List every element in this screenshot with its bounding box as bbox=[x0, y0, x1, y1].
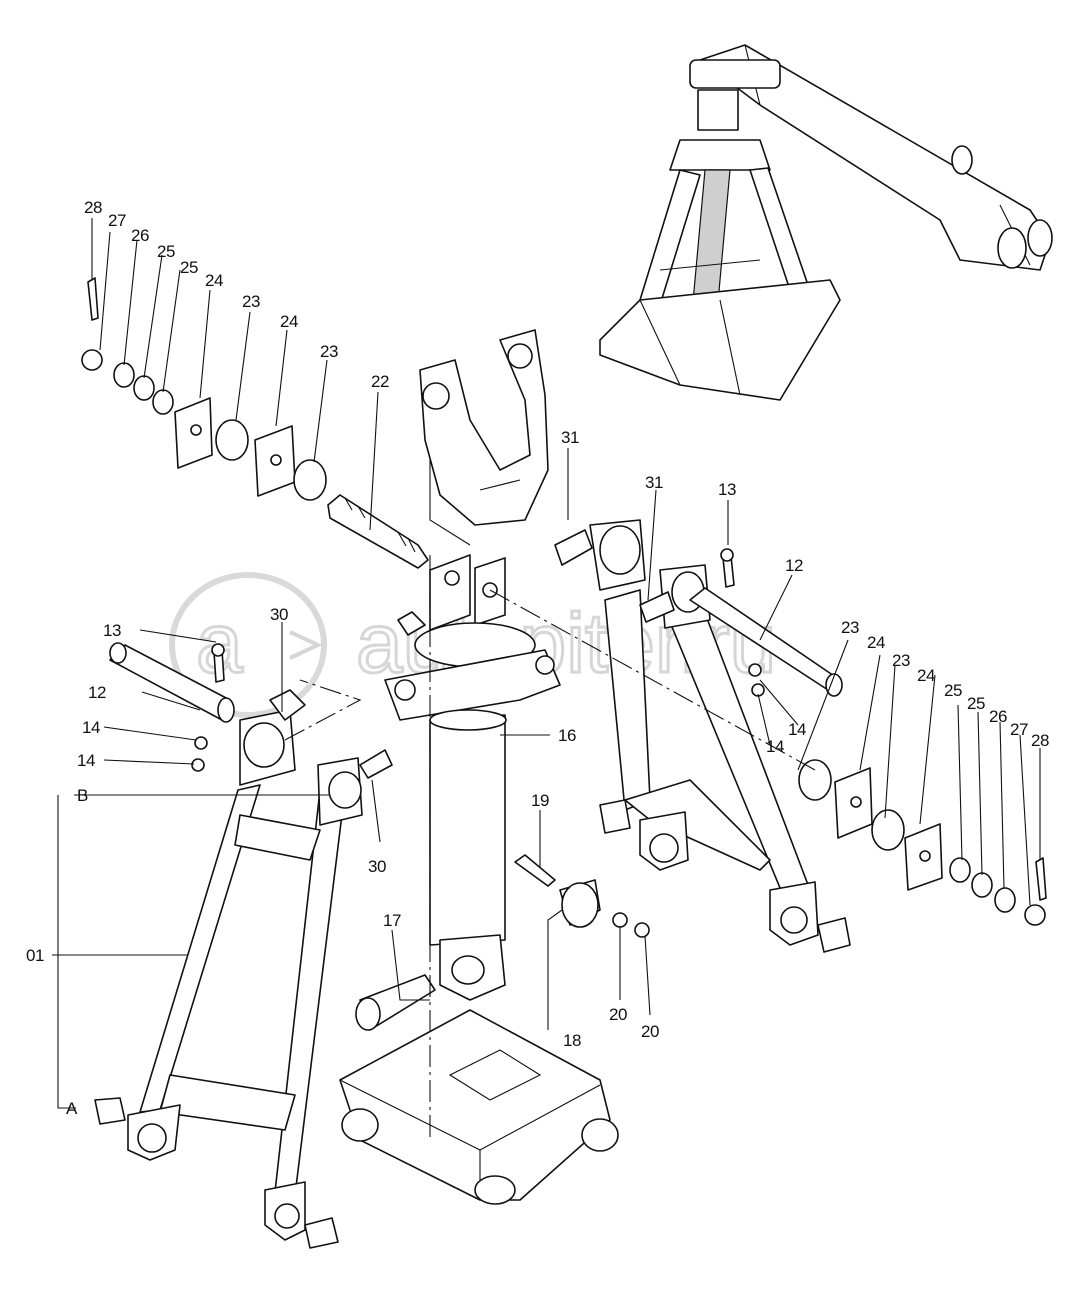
callout-25-left-b: 25 bbox=[180, 258, 198, 277]
callout-14-left-a: 14 bbox=[82, 718, 100, 737]
callout-12-left: 12 bbox=[88, 683, 106, 702]
callout-28-right: 28 bbox=[1031, 731, 1049, 750]
left-pin-group bbox=[109, 642, 235, 772]
callout-23-right-a: 23 bbox=[841, 618, 859, 637]
callout-20-a: 20 bbox=[609, 1005, 627, 1024]
callout-18: 18 bbox=[563, 1031, 581, 1050]
callout-30-bottom: 30 bbox=[368, 857, 386, 876]
callout-31-b: 31 bbox=[645, 473, 663, 492]
callout-26-right: 26 bbox=[989, 707, 1007, 726]
right-hardware-stack bbox=[798, 759, 1047, 926]
callout-27-right: 27 bbox=[1010, 720, 1028, 739]
callout-27-left: 27 bbox=[108, 211, 126, 230]
callout-B: B bbox=[77, 786, 88, 805]
right-a-frame bbox=[554, 519, 851, 953]
right-pin-group bbox=[689, 548, 843, 697]
callout-25-right-b: 25 bbox=[967, 694, 985, 713]
center-cylinder-assembly bbox=[384, 554, 561, 1001]
callout-31-a: 31 bbox=[561, 428, 579, 447]
callout-14-right-a: 14 bbox=[788, 720, 806, 739]
small-parts-center bbox=[355, 854, 650, 1031]
pin-22 bbox=[327, 494, 429, 569]
callout-23-left-b: 23 bbox=[320, 342, 338, 361]
base-block bbox=[339, 1009, 619, 1205]
inset-clamshell-bucket bbox=[599, 44, 1053, 401]
callout-A: A bbox=[66, 1099, 78, 1118]
callout-25-left-a: 25 bbox=[157, 242, 175, 261]
callout-30-top: 30 bbox=[270, 605, 288, 624]
callout-25-right-a: 25 bbox=[944, 681, 962, 700]
left-hardware-stack bbox=[81, 277, 327, 501]
left-a-frame bbox=[94, 689, 393, 1249]
callout-24-right-b: 24 bbox=[917, 666, 935, 685]
callout-24-right-a: 24 bbox=[867, 633, 885, 652]
upper-bracket bbox=[419, 329, 549, 546]
callout-01: 01 bbox=[26, 946, 44, 965]
callout-23-left-a: 23 bbox=[242, 292, 260, 311]
callout-13-right: 13 bbox=[718, 480, 736, 499]
callout-14-left-b: 14 bbox=[77, 751, 95, 770]
callout-12-right: 12 bbox=[785, 556, 803, 575]
watermark-logo-ring bbox=[169, 572, 327, 718]
callout-26-left: 26 bbox=[131, 226, 149, 245]
callout-19: 19 bbox=[531, 791, 549, 810]
callout-23-right-b: 23 bbox=[892, 651, 910, 670]
callout-13-left: 13 bbox=[103, 621, 121, 640]
callout-20-b: 20 bbox=[641, 1022, 659, 1041]
leader-lines bbox=[52, 218, 1041, 1140]
callout-labels: 28 27 26 25 25 24 23 24 23 22 31 31 13 1… bbox=[26, 198, 1049, 1118]
callout-14-right-b: 14 bbox=[766, 737, 784, 756]
watermark-arrow-icon bbox=[289, 630, 323, 660]
callout-28-left: 28 bbox=[84, 198, 102, 217]
callout-22: 22 bbox=[371, 372, 389, 391]
callout-24-left-b: 24 bbox=[280, 312, 298, 331]
callout-24-left-a: 24 bbox=[205, 271, 223, 290]
callout-17: 17 bbox=[383, 911, 401, 930]
callout-16: 16 bbox=[558, 726, 576, 745]
